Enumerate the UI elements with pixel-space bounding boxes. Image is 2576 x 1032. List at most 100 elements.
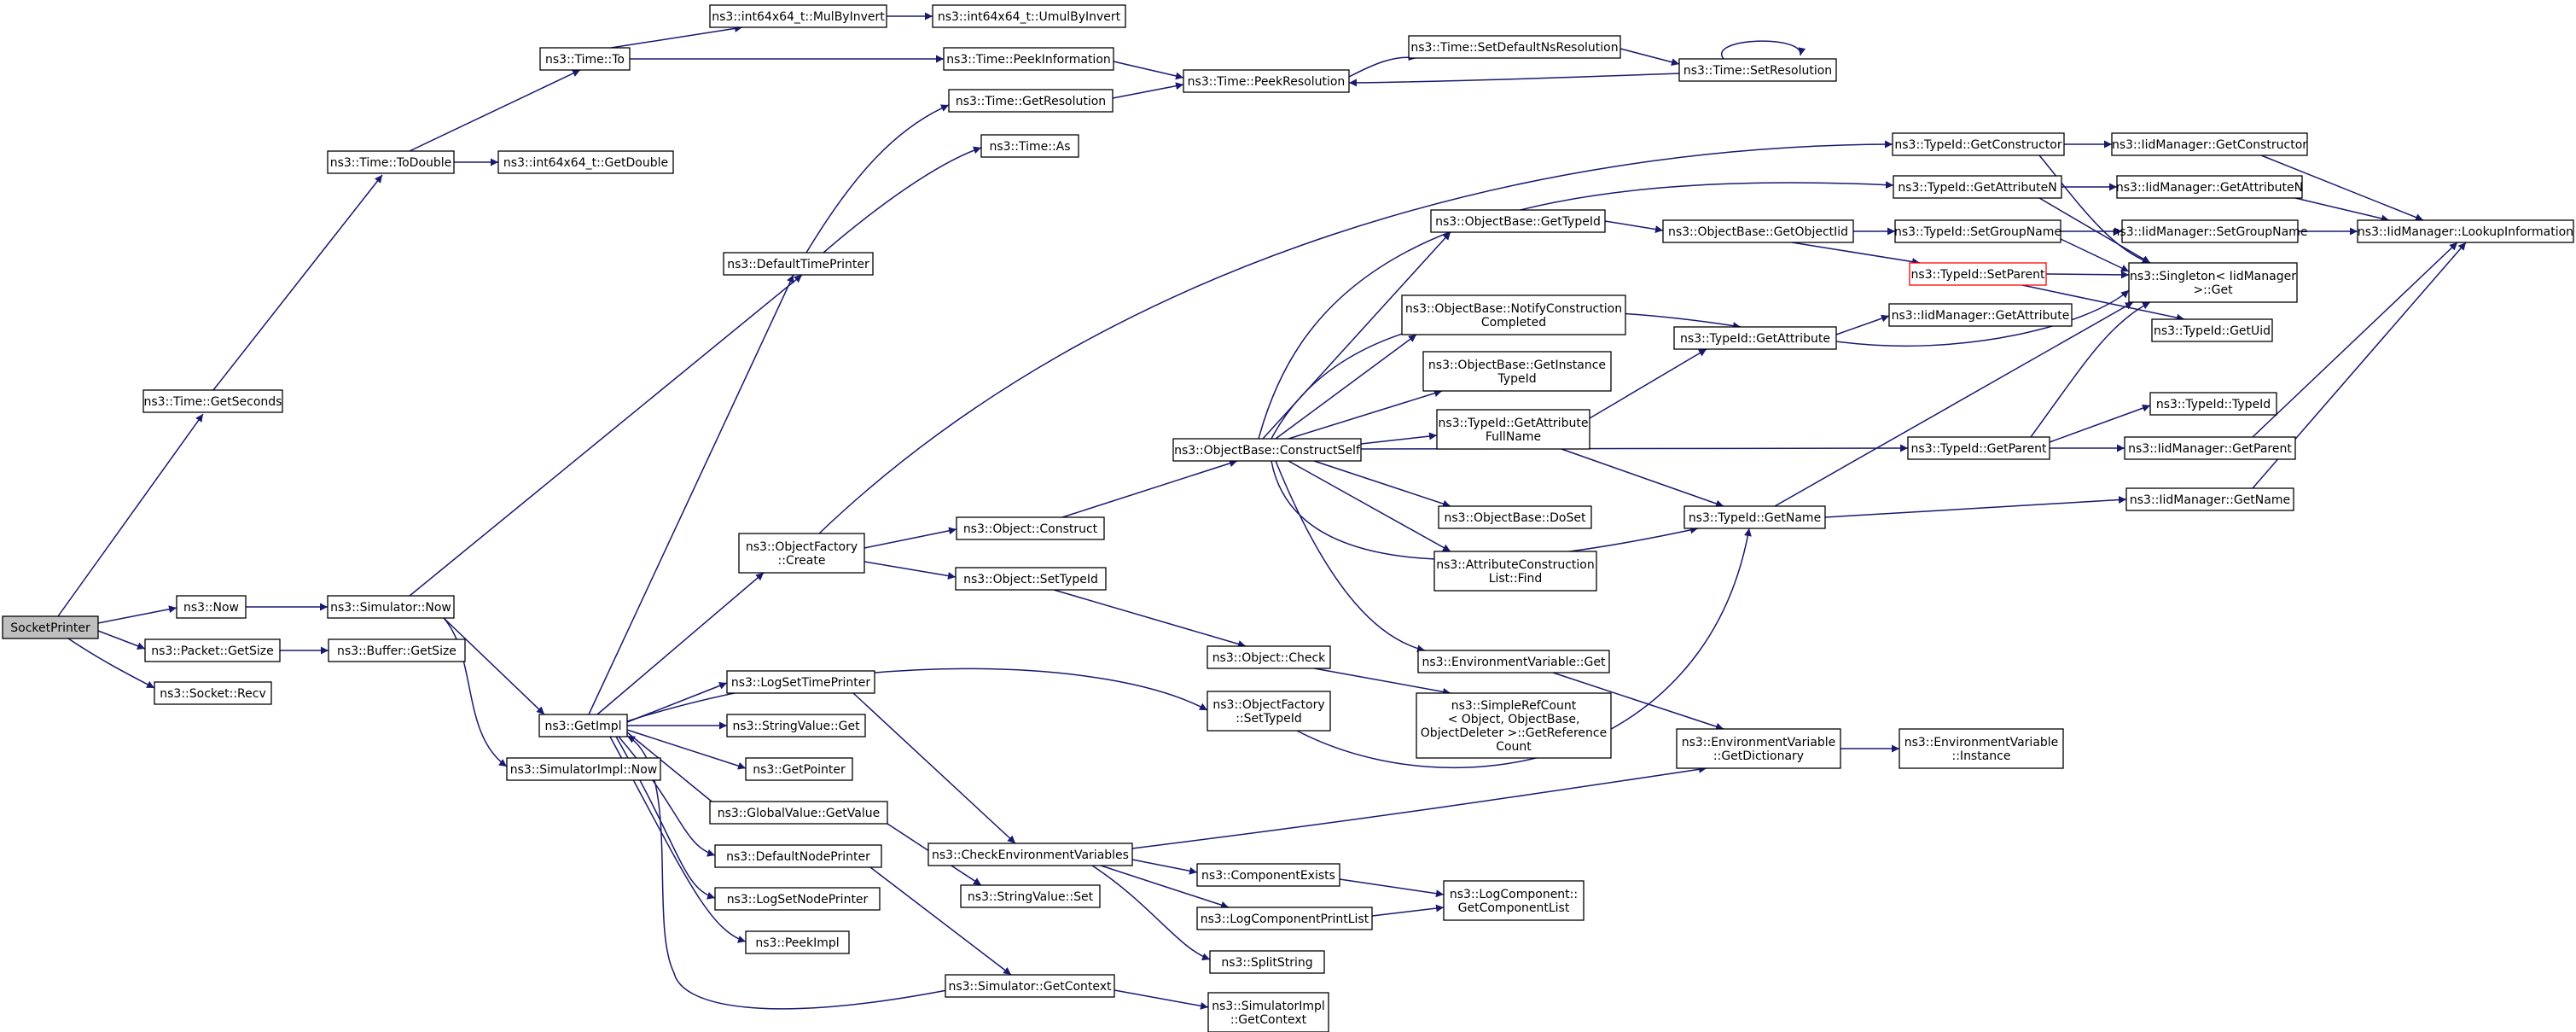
node-iidgetname[interactable]: ns3::IidManager::GetName	[2125, 487, 2294, 511]
edge-setresolution-to-peekresolution	[1348, 73, 1680, 87]
node-socketrecv[interactable]: ns3::Socket::Recv	[154, 681, 272, 705]
node-label: ns3::IidManager::GetConstructor	[2112, 138, 2307, 152]
node-iidsetgroupname[interactable]: ns3::IidManager::SetGroupName	[2113, 219, 2308, 243]
node-getpointer[interactable]: ns3::GetPointer	[745, 757, 853, 781]
edge-checkenvvars-to-logcompprintlist	[1100, 865, 1230, 909]
node-box	[714, 887, 881, 911]
node-logsettimeprinter[interactable]: ns3::LogSetTimePrinter	[726, 670, 875, 694]
node-iidlookupinformation[interactable]: ns3::IidManager::LookupInformation	[2357, 219, 2574, 243]
node-label: ObjectDeleter >::GetReference	[1421, 726, 1607, 740]
edge-constructself-to-typeidgetname	[1271, 460, 1699, 561]
node-label: ns3::LogSetNodePrinter	[727, 893, 869, 907]
node-label: ns3::GetPointer	[753, 763, 846, 777]
node-typeidsetgroupname[interactable]: ns3::TypeId::SetGroupName	[1894, 219, 2061, 243]
node-typeidgetname[interactable]: ns3::TypeId::GetName	[1683, 505, 1826, 529]
node-box	[539, 47, 631, 71]
node-typeidgetattributen[interactable]: ns3::TypeId::GetAttributeN	[1893, 175, 2062, 199]
node-constructself[interactable]: ns3::ObjectBase::ConstructSelf	[1172, 438, 1362, 462]
node-doset[interactable]: ns3::ObjectBase::DoSet	[1438, 505, 1592, 529]
node-now[interactable]: ns3::Now	[176, 595, 247, 619]
node-simimplnow[interactable]: ns3::SimulatorImpl::Now	[506, 757, 661, 781]
node-getimpl[interactable]: ns3::GetImpl	[538, 714, 628, 738]
node-globalvaluegetvalue[interactable]: ns3::GlobalValue::GetValue	[709, 801, 888, 825]
node-envgetdictionary[interactable]: ns3::EnvironmentVariable::GetDictionary	[1676, 728, 1841, 769]
node-box	[2151, 318, 2273, 342]
node-objectconstruct[interactable]: ns3::Object::Construct	[956, 516, 1105, 540]
node-simimplgetcontext[interactable]: ns3::SimulatorImpl::GetContext	[1207, 992, 1329, 1032]
node-peekinformation[interactable]: ns3::Time::PeekInformation	[943, 47, 1114, 71]
node-box	[1207, 992, 1329, 1032]
node-objectsettypeid[interactable]: ns3::Object::SetTypeId	[955, 567, 1107, 591]
node-typeidgetconstructor[interactable]: ns3::TypeId::GetConstructor	[1892, 132, 2065, 156]
node-box	[538, 714, 628, 738]
edge-peekinformation-to-peekresolution	[1113, 61, 1184, 80]
node-typeidgetuid[interactable]: ns3::TypeId::GetUid	[2151, 318, 2273, 342]
node-objfactorycreate[interactable]: ns3::ObjectFactory::Create	[738, 533, 865, 574]
node-getobjectiid[interactable]: ns3::ObjectBase::GetObjectIid	[1662, 219, 1854, 243]
node-label: ns3::LogSetTimePrinter	[731, 676, 871, 690]
node-label: ns3::IidManager::GetParent	[2128, 442, 2292, 456]
node-objbasegettypeid[interactable]: ns3::ObjectBase::GetTypeId	[1430, 209, 1606, 233]
node-box	[327, 595, 455, 619]
node-splitstring[interactable]: ns3::SplitString	[1209, 950, 1325, 974]
node-label: ns3::Socket::Recv	[160, 687, 266, 701]
node-socketprinter[interactable]: SocketPrinter	[2, 615, 99, 639]
node-simgetcontext[interactable]: ns3::Simulator::GetContext	[945, 974, 1115, 998]
node-simulatornow[interactable]: ns3::Simulator::Now	[327, 595, 455, 619]
node-umulbyinvert[interactable]: ns3::int64x64_t::UmulByInvert	[932, 4, 1126, 28]
node-iidgetattribute[interactable]: ns3::IidManager::GetAttribute	[1888, 303, 2073, 327]
node-label: ::Create	[778, 554, 826, 568]
node-notifyconstruction[interactable]: ns3::ObjectBase::NotifyConstructionCompl…	[1401, 294, 1626, 335]
node-timeas[interactable]: ns3::Time::As	[980, 134, 1079, 158]
node-logsetnodeprinter[interactable]: ns3::LogSetNodePrinter	[714, 887, 881, 911]
node-typeidgetattribute[interactable]: ns3::TypeId::GetAttribute	[1673, 326, 1837, 350]
node-iidgetconstructor[interactable]: ns3::IidManager::GetConstructor	[2111, 132, 2308, 156]
node-setdefaultnsres[interactable]: ns3::Time::SetDefaultNsResolution	[1408, 35, 1621, 59]
node-setresolution[interactable]: ns3::Time::SetResolution	[1678, 58, 1837, 82]
node-timeto[interactable]: ns3::Time::To	[539, 47, 631, 71]
node-todouble[interactable]: ns3::Time::ToDouble	[327, 150, 455, 174]
node-box	[1196, 907, 1373, 930]
node-box	[955, 567, 1107, 591]
node-envinstance[interactable]: ns3::EnvironmentVariable::Instance	[1899, 728, 2064, 769]
node-simplerefcount[interactable]: ns3::SimpleRefCount< Object, ObjectBase,…	[1416, 692, 1612, 759]
node-packetgetsize[interactable]: ns3::Packet::GetSize	[144, 638, 281, 662]
node-getseconds[interactable]: ns3::Time::GetSeconds	[142, 389, 283, 413]
node-peekimpl[interactable]: ns3::PeekImpl	[745, 930, 850, 954]
node-objfactorysettypeid[interactable]: ns3::ObjectFactory::SetTypeId	[1207, 691, 1331, 732]
node-getcomponentlist[interactable]: ns3::LogComponent::GetComponentList	[1443, 880, 1585, 921]
node-iidgetparent[interactable]: ns3::IidManager::GetParent	[2124, 436, 2296, 460]
edge-timeto-to-mulbyinvert	[610, 24, 743, 49]
node-box	[1183, 69, 1350, 93]
node-label: ns3::ObjectBase::GetObjectIid	[1668, 225, 1848, 239]
node-logcompprintlist[interactable]: ns3::LogComponentPrintList	[1196, 907, 1373, 930]
edge-getimpl-to-defaulttimeprinter	[588, 274, 794, 715]
node-box	[709, 801, 888, 825]
edge-objectsettypeid-to-objectcheck	[1053, 589, 1247, 648]
node-singletonget[interactable]: ns3::Singleton< IidManager >::Get	[2128, 262, 2298, 303]
node-objectcheck[interactable]: ns3::Object::Check	[1207, 645, 1331, 669]
node-defaultnodeprinter[interactable]: ns3::DefaultNodePrinter	[714, 844, 882, 868]
edge-peekresolution-to-setdefaultnsres	[1348, 53, 1417, 78]
node-envvarget[interactable]: ns3::EnvironmentVariable::Get	[1417, 650, 1610, 673]
node-typeidgetparent[interactable]: ns3::TypeId::GetParent	[1907, 436, 2050, 460]
node-label: ns3::SimpleRefCount	[1451, 699, 1577, 713]
node-getresolution[interactable]: ns3::Time::GetResolution	[948, 89, 1114, 113]
node-peekresolution[interactable]: ns3::Time::PeekResolution	[1183, 69, 1350, 93]
node-label: ns3::ComponentExists	[1201, 869, 1335, 883]
node-defaulttimeprinter[interactable]: ns3::DefaultTimePrinter	[723, 252, 874, 276]
node-buffergetsize[interactable]: ns3::Buffer::GetSize	[328, 638, 466, 662]
node-componentexists[interactable]: ns3::ComponentExists	[1196, 863, 1340, 887]
node-iidgetattributen[interactable]: ns3::IidManager::GetAttributeN	[2116, 175, 2303, 199]
node-typeidtypeid[interactable]: ns3::TypeId::TypeId	[2149, 392, 2277, 416]
node-stringvalueget[interactable]: ns3::StringValue::Get	[726, 714, 866, 738]
node-getdouble[interactable]: ns3::int64x64_t::GetDouble	[497, 150, 674, 174]
edge-objectconstruct-to-constructself	[1061, 459, 1238, 518]
node-mulbyinvert[interactable]: ns3::int64x64_t::MulByInvert	[709, 4, 887, 28]
node-checkenvvars[interactable]: ns3::CheckEnvironmentVariables	[927, 843, 1133, 866]
node-stringvalueset[interactable]: ns3::StringValue::Set	[960, 884, 1101, 908]
node-typeidsetparent[interactable]: ns3::TypeId::SetParent	[1909, 262, 2047, 286]
